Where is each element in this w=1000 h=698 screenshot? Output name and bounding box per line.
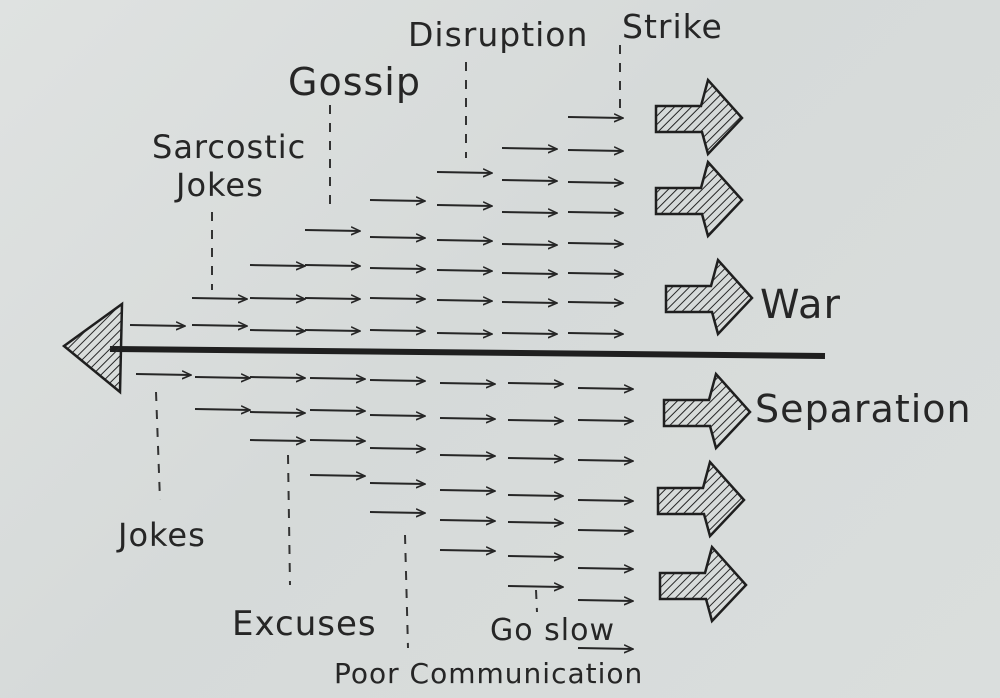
label-excuses: Excuses [232, 604, 377, 644]
small-arrow [567, 333, 623, 334]
small-arrow [249, 440, 305, 441]
small-arrow [439, 490, 495, 491]
small-arrow [309, 475, 365, 476]
small-arrow [501, 180, 557, 181]
big-hatched-arrow [654, 159, 744, 239]
small-arrow [577, 388, 633, 389]
small-arrow [191, 325, 247, 326]
small-arrow [309, 410, 365, 411]
upper-arrow-field [129, 117, 623, 334]
small-arrow [369, 298, 425, 299]
small-arrow [369, 415, 425, 416]
small-arrow [501, 302, 557, 303]
small-arrow [501, 212, 557, 213]
small-arrow [436, 270, 492, 271]
small-arrow [567, 150, 623, 151]
small-arrow [436, 205, 492, 206]
label-strike: Strike [622, 7, 723, 46]
small-arrow [369, 200, 425, 201]
small-arrow [436, 333, 492, 334]
small-arrow [369, 237, 425, 238]
small-arrow [567, 273, 623, 274]
small-arrow [191, 298, 247, 299]
small-arrow [309, 378, 365, 379]
label-sarcastic-line1: Sarcostic [152, 128, 306, 166]
small-arrow [369, 512, 425, 513]
big-hatched-arrow [654, 77, 744, 157]
label-separation: Separation [755, 387, 972, 431]
small-arrow [309, 440, 365, 441]
big-hatched-arrow [664, 257, 754, 337]
small-arrow [249, 298, 305, 299]
small-arrow [369, 268, 425, 269]
small-arrow [567, 182, 623, 183]
small-arrow [577, 530, 633, 531]
big-hatched-arrow [662, 371, 752, 451]
small-arrow [249, 265, 305, 266]
small-arrow [369, 448, 425, 449]
small-arrow [567, 212, 623, 213]
small-arrow [577, 600, 633, 601]
small-arrow [439, 550, 495, 551]
small-arrow [249, 377, 305, 378]
small-arrow [577, 500, 633, 501]
small-arrow [369, 380, 425, 381]
small-arrow [439, 520, 495, 521]
small-arrow [567, 302, 623, 303]
small-arrow [501, 244, 557, 245]
big-arrow-group [654, 77, 754, 624]
small-arrow [439, 383, 495, 384]
small-arrow [577, 568, 633, 569]
small-arrow [507, 522, 563, 523]
label-go-slow: Go slow [490, 613, 615, 648]
small-arrow [436, 300, 492, 301]
small-arrow [304, 298, 360, 299]
small-arrow [249, 330, 305, 331]
small-arrow [567, 243, 623, 244]
small-arrow [577, 648, 633, 649]
small-arrow [194, 377, 250, 378]
label-jokes: Jokes [116, 516, 206, 554]
label-sarcastic-line2: Jokes [174, 166, 264, 204]
small-arrow [577, 420, 633, 421]
lower-arrow-field [135, 374, 633, 649]
big-hatched-arrow [658, 544, 748, 624]
small-arrow [304, 230, 360, 231]
small-arrow [501, 148, 557, 149]
label-connectors [155, 45, 621, 649]
small-arrow [369, 483, 425, 484]
axis-arrowhead [61, 301, 124, 395]
label-poor-communication: Poor Communication [334, 657, 643, 690]
small-arrow [369, 330, 425, 331]
small-arrow [129, 325, 185, 326]
small-arrow [439, 418, 495, 419]
small-arrow [567, 117, 623, 118]
small-arrow [436, 172, 492, 173]
label-disruption: Disruption [408, 15, 588, 54]
small-arrow [436, 240, 492, 241]
small-arrow [507, 586, 563, 587]
small-arrow [135, 374, 191, 375]
small-arrow [194, 409, 250, 410]
small-arrow [507, 495, 563, 496]
small-arrow [249, 412, 305, 413]
label-war: War [760, 282, 841, 328]
small-arrow [501, 333, 557, 334]
small-arrow [577, 460, 633, 461]
small-arrow [304, 265, 360, 266]
label-gossip: Gossip [288, 60, 421, 104]
small-arrow [507, 458, 563, 459]
main-axis [61, 301, 826, 395]
small-arrow [501, 273, 557, 274]
small-arrow [439, 455, 495, 456]
small-arrow [304, 330, 360, 331]
small-arrow [507, 420, 563, 421]
small-arrow [507, 383, 563, 384]
small-arrow [507, 556, 563, 557]
big-hatched-arrow [656, 459, 746, 539]
